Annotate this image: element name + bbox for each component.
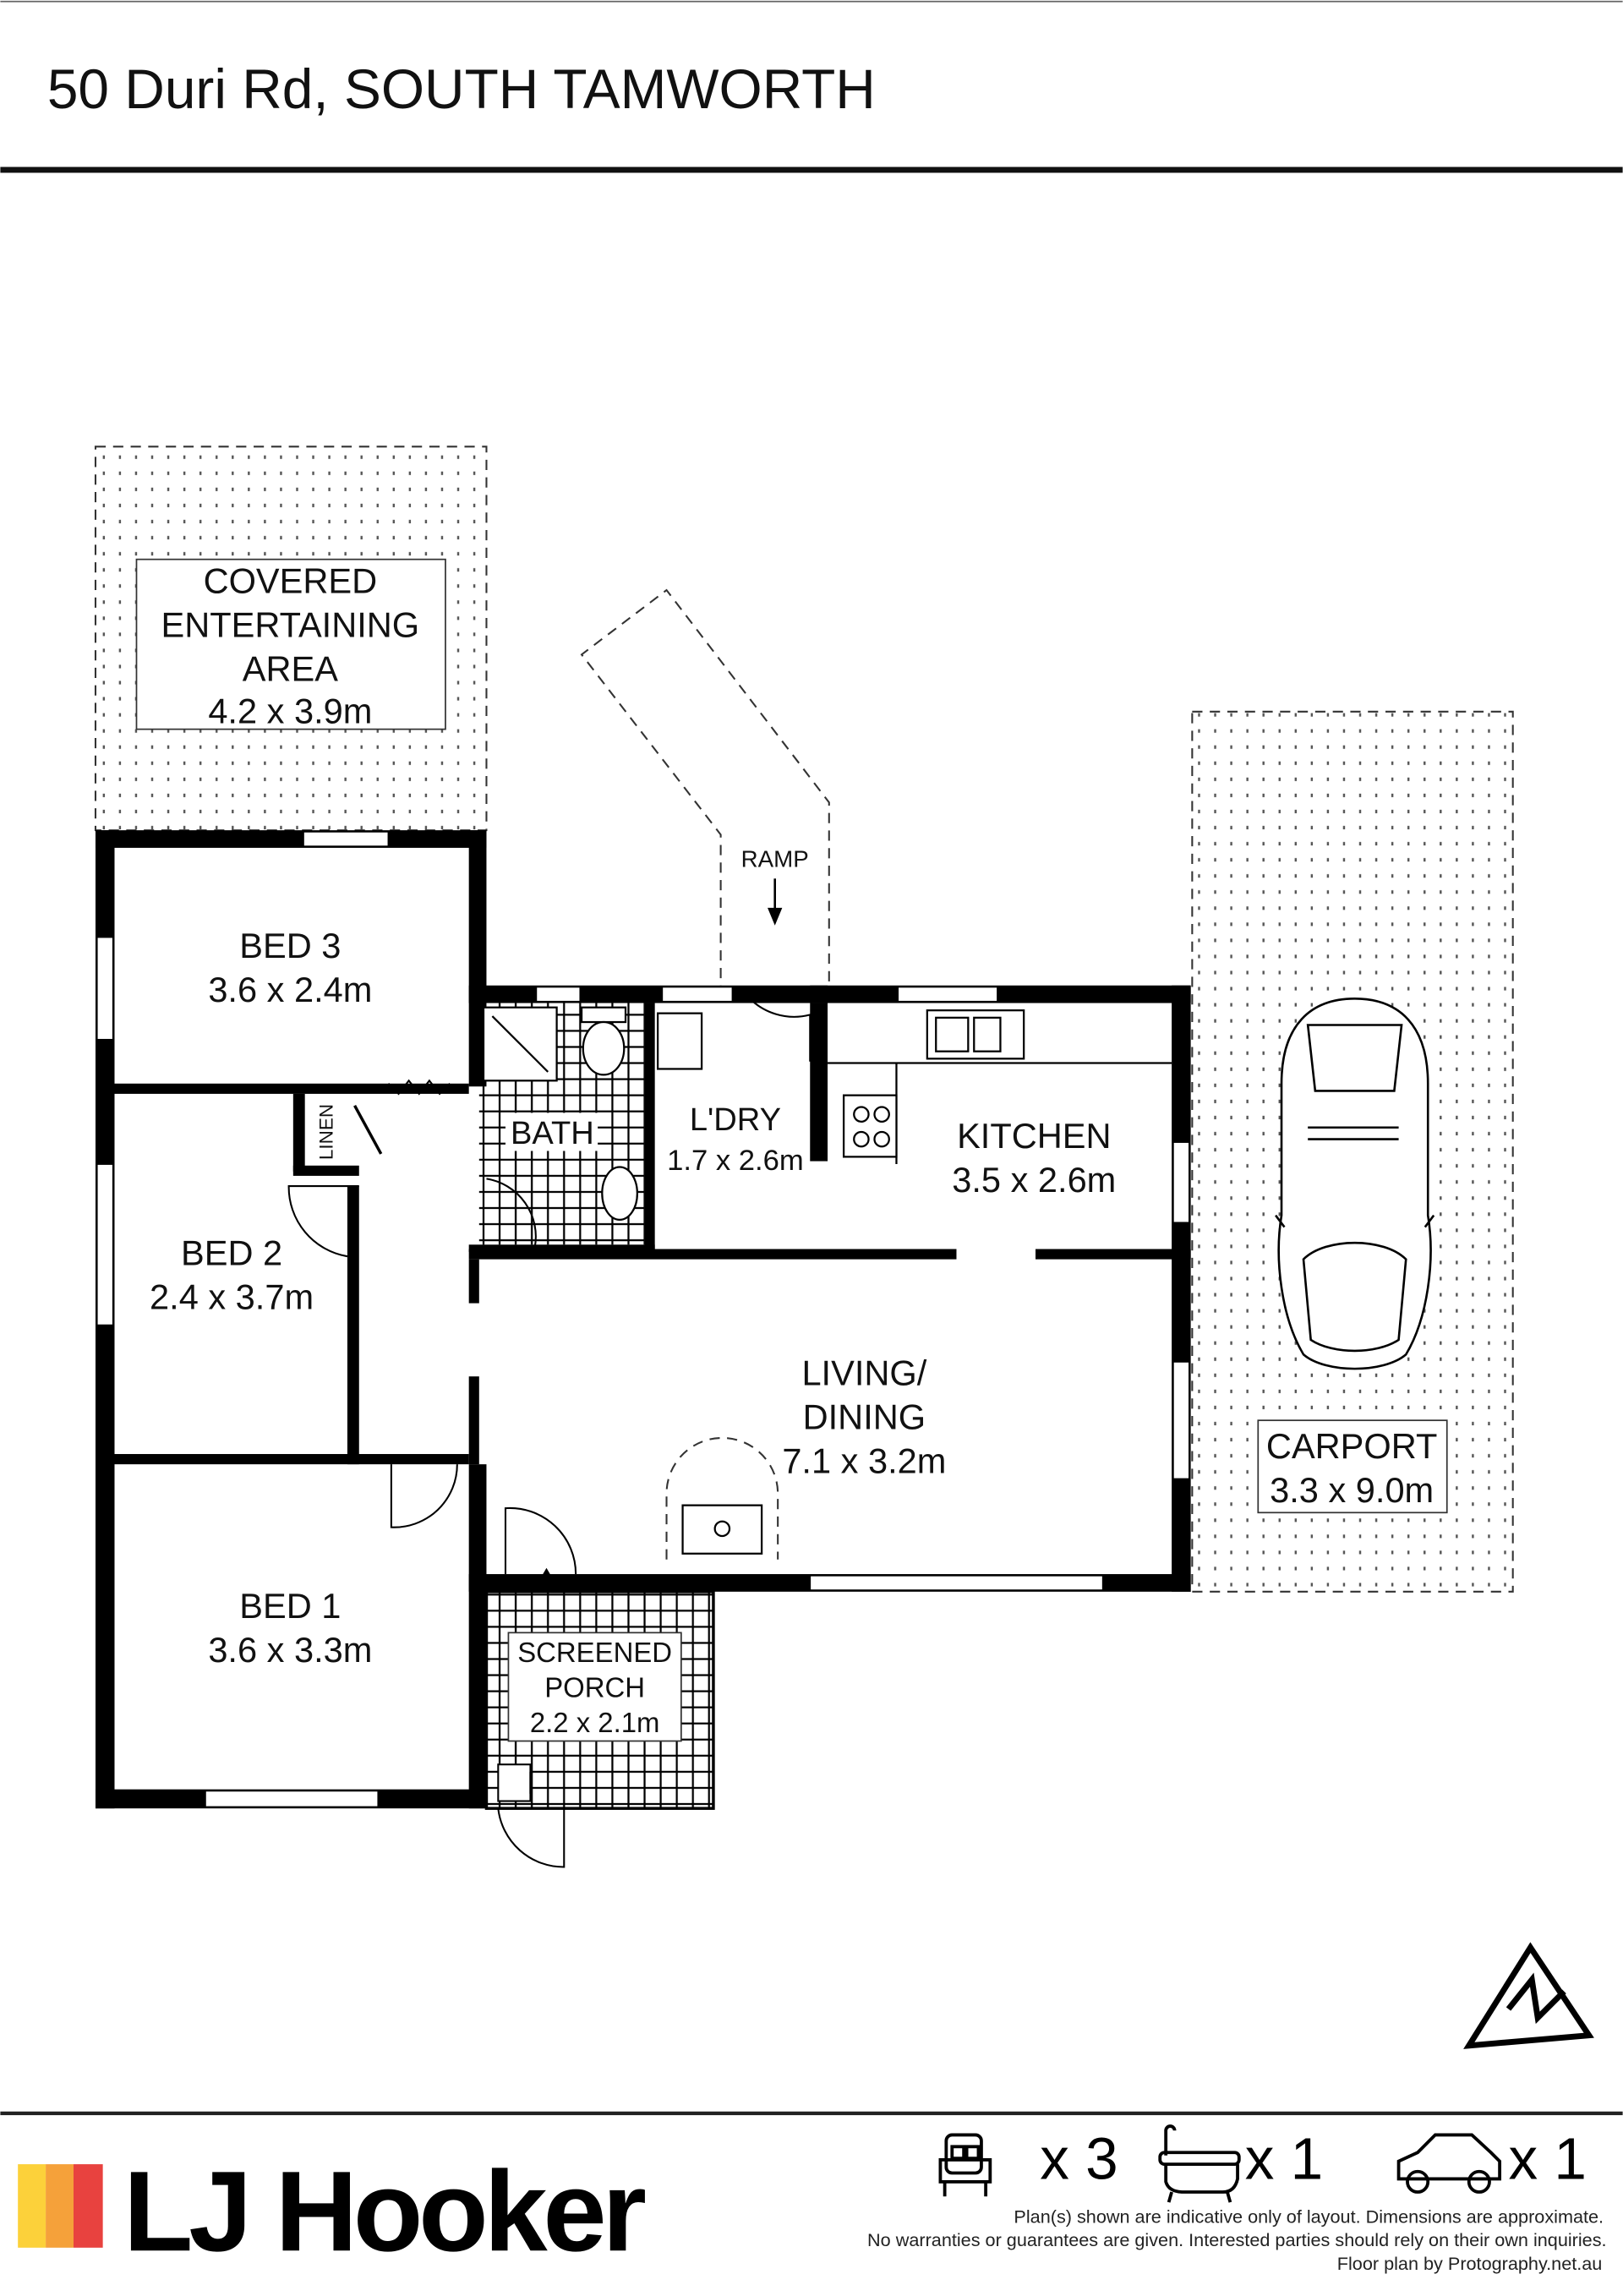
svg-text:4.2 x 3.9m: 4.2 x 3.9m: [208, 692, 372, 731]
room-labels: BED 3 3.6 x 2.4m BED 2 2.4 x 3.7m BED 1 …: [150, 926, 1116, 1742]
svg-text:LIVING/: LIVING/: [801, 1353, 926, 1393]
svg-text:1.7 x 2.6m: 1.7 x 2.6m: [667, 1145, 804, 1177]
svg-text:BATH: BATH: [511, 1116, 594, 1151]
svg-text:COVERED: COVERED: [204, 561, 378, 601]
svg-text:3.3 x 9.0m: 3.3 x 9.0m: [1270, 1470, 1434, 1510]
header-divider: [0, 167, 1623, 173]
lj-hooker-logo: LJ Hooker: [18, 2147, 650, 2275]
cooktop: [842, 1094, 898, 1158]
svg-text:2.4 x 3.7m: 2.4 x 3.7m: [150, 1277, 314, 1317]
feature-counts: x 3 x 1 x 1: [1040, 2125, 1587, 2191]
svg-text:CARPORT: CARPORT: [1266, 1426, 1437, 1466]
svg-text:DINING: DINING: [803, 1397, 926, 1437]
svg-text:LINEN: LINEN: [316, 1104, 337, 1160]
ramp: RAMP: [580, 588, 830, 996]
svg-text:3.6 x 2.4m: 3.6 x 2.4m: [208, 970, 372, 1009]
toilet: [582, 1020, 626, 1076]
windows: [96, 830, 1190, 1808]
svg-text:ENTERTAINING: ENTERTAINING: [161, 604, 420, 644]
bed-icon: [938, 2133, 992, 2197]
svg-text:Plan(s) shown are indicative o: Plan(s) shown are indicative only of lay…: [1014, 2206, 1604, 2227]
svg-text:PORCH: PORCH: [544, 1672, 645, 1703]
car-outline-icon: [1275, 998, 1435, 1370]
disclaimer: Plan(s) shown are indicative only of lay…: [867, 2206, 1607, 2273]
svg-text:BED 2: BED 2: [181, 1233, 282, 1273]
svg-text:L'DRY: L'DRY: [690, 1102, 781, 1138]
page-title: 50 Duri Rd, SOUTH TAMWORTH: [47, 57, 876, 120]
bathtub-icon: [1158, 2124, 1241, 2203]
carport: CARPORT 3.3 x 9.0m: [1191, 710, 1514, 1593]
svg-text:3.6 x 3.3m: 3.6 x 3.3m: [208, 1630, 372, 1670]
svg-text:Floor plan by Protography.net.: Floor plan by Protography.net.au: [1337, 2253, 1603, 2274]
svg-text:3.5 x 2.6m: 3.5 x 2.6m: [952, 1160, 1116, 1200]
svg-text:x 1: x 1: [1509, 2125, 1587, 2191]
feature-icons: [938, 2124, 1502, 2203]
svg-text:SCREENED: SCREENED: [517, 1637, 672, 1668]
covered-entertaining-area: COVERED ENTERTAINING AREA 4.2 x 3.9m: [94, 446, 488, 832]
svg-text:7.1 x 3.2m: 7.1 x 3.2m: [782, 1441, 946, 1481]
footer-divider: [0, 2111, 1623, 2116]
fixtures: [482, 1006, 1172, 1560]
basin: [601, 1166, 639, 1222]
svg-text:x 3: x 3: [1040, 2125, 1118, 2191]
svg-text:RAMP: RAMP: [741, 845, 809, 872]
laundry-tub: [656, 1012, 703, 1070]
svg-text:LJ Hooker: LJ Hooker: [123, 2147, 645, 2275]
svg-text:BED 1: BED 1: [239, 1586, 341, 1626]
svg-text:BED 3: BED 3: [239, 926, 341, 965]
svg-text:KITCHEN: KITCHEN: [957, 1116, 1111, 1156]
svg-text:No warranties or guarantees ar: No warranties or guarantees are given. I…: [867, 2229, 1607, 2250]
svg-text:2.2 x 2.1m: 2.2 x 2.1m: [530, 1707, 660, 1738]
toilet-cistern: [580, 1006, 627, 1024]
north-arrow-icon: [1463, 1942, 1594, 2049]
doors: [287, 995, 812, 1868]
svg-text:AREA: AREA: [243, 648, 338, 688]
svg-text:x 1: x 1: [1245, 2125, 1323, 2191]
car-icon: [1396, 2133, 1502, 2194]
fireplace: [681, 1504, 763, 1555]
